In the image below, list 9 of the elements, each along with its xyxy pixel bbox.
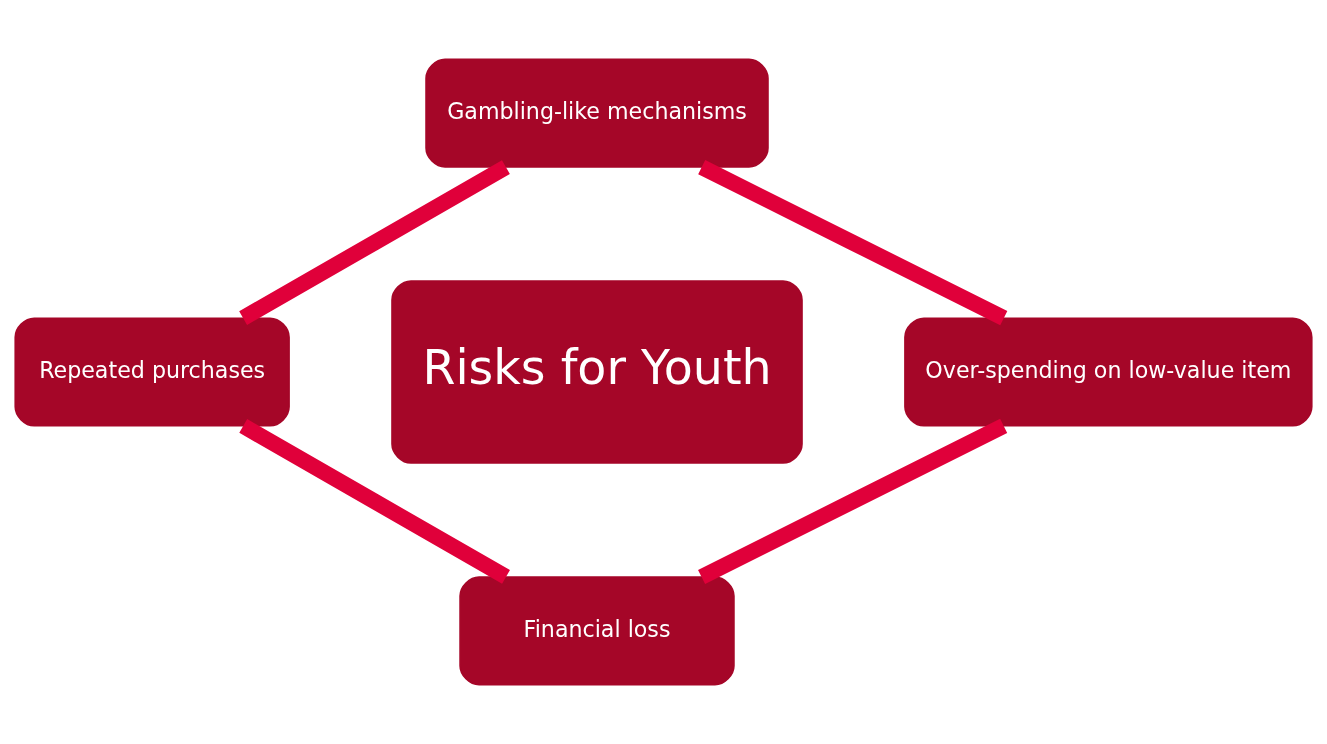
node-box: Repeated purchases	[14, 317, 290, 427]
node-box: Over-spending on low-value item	[904, 317, 1313, 427]
node-box: Gambling-like mechanisms	[425, 58, 769, 168]
connector	[698, 160, 1008, 326]
node-box: Risks for Youth	[391, 280, 803, 464]
connector	[239, 419, 510, 584]
connector	[239, 160, 510, 325]
node-box: Financial loss	[459, 576, 735, 686]
connector	[698, 418, 1008, 585]
